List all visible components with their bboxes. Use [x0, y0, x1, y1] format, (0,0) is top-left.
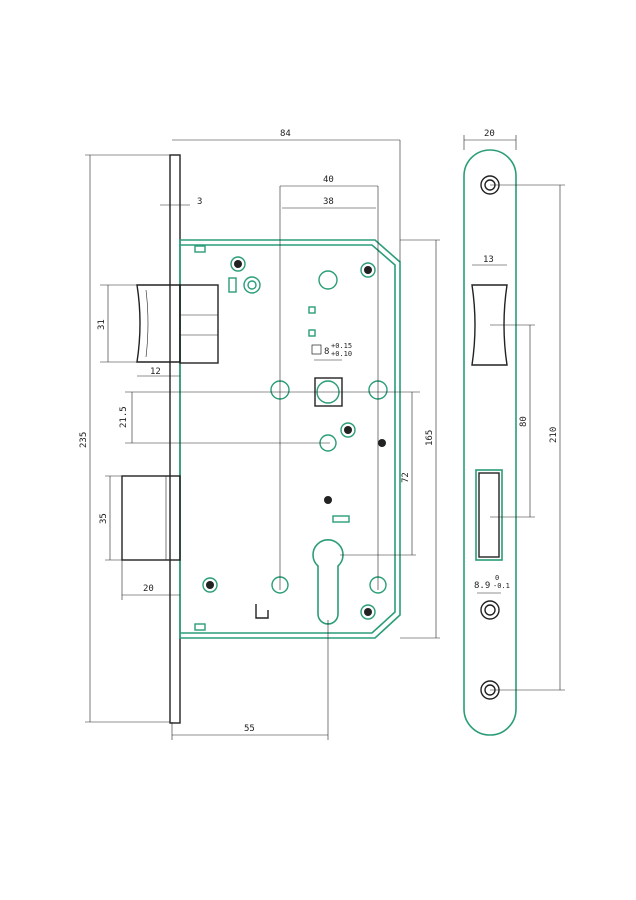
strike-plate — [463, 149, 517, 736]
cylinder-cutout — [312, 539, 344, 625]
dim-72: 72 — [401, 472, 411, 483]
dim-35: 35 — [99, 513, 109, 524]
dimension-labels: 84 3 40 38 31 12 8 +0.15 +0.10 21.5 165 … — [79, 129, 559, 734]
case-outline — [179, 239, 401, 639]
latch-tail — [179, 284, 219, 364]
dim-20-bolt: 20 — [143, 584, 154, 594]
dead-bolt — [121, 475, 181, 561]
dim-follower: 8 — [324, 347, 329, 357]
dim-55: 55 — [244, 724, 255, 734]
dim-21-5: 21.5 — [119, 406, 129, 428]
dimension-lines — [85, 135, 565, 740]
dim-84: 84 — [280, 129, 291, 139]
dim-38: 38 — [323, 197, 334, 207]
case-inner-outline — [180, 244, 396, 634]
lock-body — [121, 154, 401, 724]
svg-text:-0.1: -0.1 — [493, 582, 510, 590]
latch-bolt — [136, 284, 181, 363]
dim-20-strike: 20 — [484, 129, 495, 139]
dim-40: 40 — [323, 175, 334, 185]
dim-3: 3 — [197, 197, 202, 207]
dim-31: 31 — [97, 319, 107, 330]
dim-13: 13 — [483, 255, 494, 265]
svg-text:+0.10: +0.10 — [331, 350, 352, 358]
svg-text:+0.15: +0.15 — [331, 342, 352, 350]
dim-80: 80 — [519, 416, 529, 427]
dim-12: 12 — [150, 367, 161, 377]
svg-text:0: 0 — [495, 574, 499, 582]
dim-210: 210 — [549, 427, 559, 443]
dim-165: 165 — [425, 430, 435, 446]
dim-8-9: 8.9 — [474, 581, 490, 591]
dim-235: 235 — [79, 432, 89, 448]
faceplate — [169, 154, 181, 724]
